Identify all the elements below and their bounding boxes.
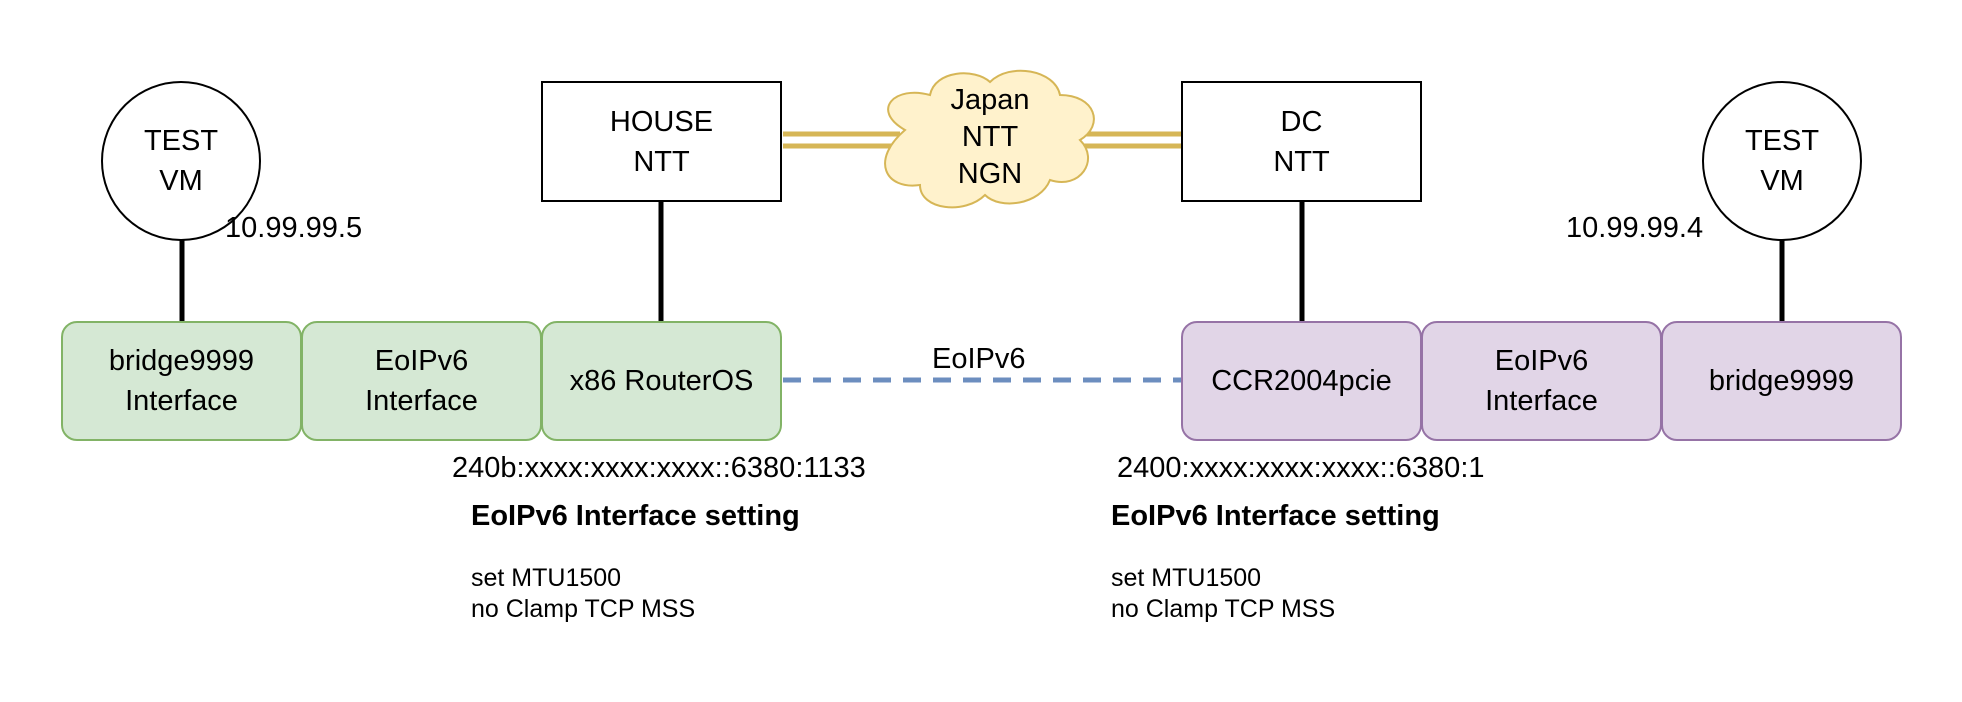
house-cloud-link	[783, 131, 900, 149]
left-setting-line1: set MTU1500	[471, 564, 622, 592]
cloud-line1: Japan	[950, 83, 1030, 116]
right-node3-line1: bridge9999	[1708, 365, 1855, 397]
right-vm-line2: VM	[1760, 165, 1804, 197]
house-line2: NTT	[633, 145, 690, 178]
left-vm-line2: VM	[159, 165, 203, 197]
right-bridge9999: bridge9999	[1661, 321, 1902, 441]
right-node2-line1: EoIPv6	[1494, 345, 1589, 377]
cloud-line3: NGN	[957, 157, 1023, 190]
left-node1-line1: bridge9999	[108, 345, 255, 377]
right-node1-line1: CCR2004pcie	[1211, 365, 1392, 397]
left-node2-line2: Interface	[365, 385, 478, 417]
left-setting-title: EoIPv6 Interface setting	[471, 500, 800, 532]
left-node1-line2: Interface	[125, 385, 238, 417]
left-eoipv6-interface: EoIPv6 Interface	[301, 321, 542, 441]
right-ccr2004pcie: CCR2004pcie	[1181, 321, 1422, 441]
right-ipv6-address: 2400:xxxx:xxxx:xxxx::6380:1	[1117, 452, 1485, 484]
right-test-vm: TEST VM	[1702, 81, 1862, 241]
left-vm-ip: 10.99.99.5	[225, 212, 363, 244]
right-setting-line2: no Clamp TCP MSS	[1111, 595, 1336, 623]
tunnel-label: EoIPv6	[932, 343, 1026, 375]
left-node3-line1: x86 RouterOS	[569, 365, 754, 397]
right-eoipv6-interface: EoIPv6 Interface	[1421, 321, 1662, 441]
left-x86-routeros: x86 RouterOS	[541, 321, 782, 441]
house-line1: HOUSE	[609, 105, 714, 138]
dc-line1: DC	[1280, 105, 1323, 138]
left-bridge9999-interface: bridge9999 Interface	[61, 321, 302, 441]
left-vm-line1: TEST	[143, 125, 219, 157]
house-ntt-box: HOUSE NTT	[541, 81, 782, 202]
cloud-line2: NTT	[961, 120, 1019, 153]
left-node2-line1: EoIPv6	[374, 345, 469, 377]
dc-line2: NTT	[1273, 145, 1330, 178]
right-node2-line2: Interface	[1485, 385, 1598, 417]
dc-ntt-box: DC NTT	[1181, 81, 1422, 202]
right-vm-line1: TEST	[1744, 125, 1820, 157]
right-setting-line1: set MTU1500	[1111, 564, 1262, 592]
right-vm-ip: 10.99.99.4	[1566, 212, 1704, 244]
cloud-shape	[884, 69, 1095, 209]
cloud-label: Japan NTT NGN	[900, 82, 1080, 192]
left-ipv6-address: 240b:xxxx:xxxx:xxxx::6380:1133	[452, 452, 866, 484]
left-setting-line2: no Clamp TCP MSS	[471, 595, 696, 623]
right-setting-title: EoIPv6 Interface setting	[1111, 500, 1440, 532]
left-test-vm: TEST VM	[101, 81, 261, 241]
